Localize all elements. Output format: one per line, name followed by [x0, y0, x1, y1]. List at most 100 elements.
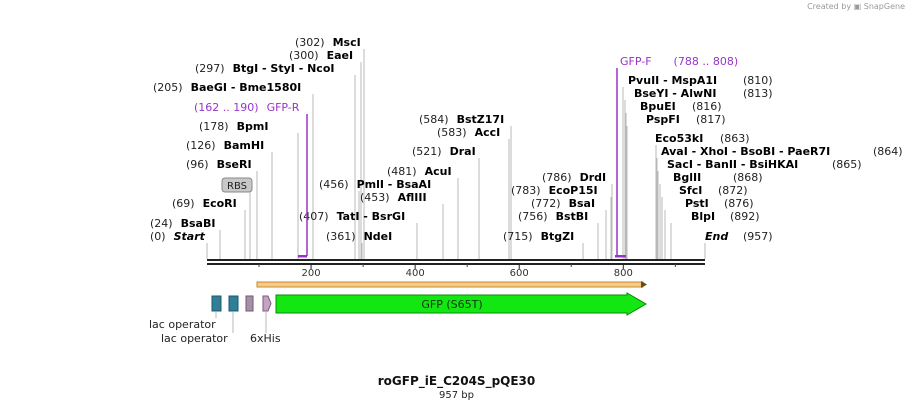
- site-bpmi[interactable]: (178)BpmI: [199, 120, 299, 259]
- site-label: (715)BtgZI: [503, 230, 574, 243]
- site-baegi[interactable]: (205) BaeGI - Bme1580I: [153, 81, 314, 259]
- site-name: AccI: [475, 126, 501, 139]
- gfp-feature-arrow[interactable]: [275, 292, 647, 316]
- site-position: (481): [387, 165, 417, 178]
- site-name: BaeGI - Bme1580I: [191, 81, 302, 94]
- site-name: PmlI - BsaAI: [357, 178, 432, 191]
- site-bstz17i[interactable]: (584)BstZ17I: [419, 113, 512, 259]
- site-btgzi[interactable]: (715)BtgZI: [503, 230, 584, 259]
- site-acui[interactable]: (481) AcuI: [387, 165, 459, 259]
- site-name: BtgI - StyI - NcoI: [233, 62, 335, 75]
- site-bamhi[interactable]: (126)BamHI: [186, 139, 273, 259]
- site-drdi[interactable]: (786) DrdI: [542, 171, 613, 259]
- site-bseri[interactable]: (96)BseRI: [186, 158, 258, 259]
- lac-operator-2-block[interactable]: [228, 295, 239, 312]
- primer-range: (162 .. 190): [194, 101, 259, 114]
- site-name: BpuEI: [640, 100, 676, 113]
- site-bsabi[interactable]: (24)BsaBI: [150, 217, 221, 259]
- site-eco53ki[interactable]: Eco53kI(863): [655, 132, 750, 259]
- site-name: BseRI: [217, 158, 252, 171]
- site-bglii[interactable]: BglII (868): [659, 171, 763, 259]
- site-name: EcoP15I: [549, 184, 598, 197]
- rbs-block[interactable]: [245, 295, 254, 312]
- site-blpi[interactable]: BlpI(892): [670, 210, 760, 259]
- site-name: BseYI - AlwNI: [634, 87, 716, 100]
- site-position: (868): [733, 171, 763, 184]
- site-label: (521)DraI: [412, 145, 476, 158]
- site-position: (205): [153, 81, 183, 94]
- site-label: (456)PmlI - BsaAI: [319, 178, 431, 191]
- site-afliii[interactable]: (453)AflIII: [360, 191, 444, 259]
- site-position: (297): [195, 62, 225, 75]
- site-label: (205) BaeGI - Bme1580I: [153, 81, 301, 94]
- site-label: (0)Start: [150, 230, 206, 243]
- site-name: BglII: [673, 171, 701, 184]
- site-btgi[interactable]: (297) BtgI - StyI - NcoI: [195, 62, 356, 259]
- orf-bar[interactable]: [256, 281, 644, 288]
- site-acci[interactable]: (583) AccI: [437, 126, 510, 259]
- site-label: (297) BtgI - StyI - NcoI: [195, 62, 334, 75]
- site-msci[interactable]: (302)MscI: [295, 36, 365, 259]
- site-name: DraI: [450, 145, 476, 158]
- site-psti[interactable]: PstI(876): [664, 197, 754, 259]
- site-bpuei[interactable]: BpuEI (816): [625, 100, 722, 259]
- his-tag-block[interactable]: [262, 295, 272, 312]
- site-position: (957): [743, 230, 773, 243]
- site-bstbi[interactable]: (756) BstBI: [518, 210, 599, 259]
- axis-tick-label: 800: [614, 268, 633, 279]
- site-name: AcuI: [425, 165, 452, 178]
- site-position: (361): [326, 230, 356, 243]
- site-bseyi[interactable]: BseYI - AlwNI(813): [624, 87, 773, 259]
- site-ecop15i[interactable]: (783)EcoP15I: [511, 184, 612, 259]
- site-name: BstBI: [556, 210, 589, 223]
- site-avai[interactable]: AvaI - XhoI - BsoBI - PaeR7I(864): [656, 145, 903, 259]
- axis-tick-label: 200: [302, 268, 321, 279]
- site-pspfi[interactable]: PspFI(817): [626, 113, 726, 259]
- site-sfci[interactable]: SfcI(872): [661, 184, 748, 259]
- lac-operator-2-label: lac operator: [161, 332, 228, 345]
- axis-tick-label: 400: [406, 268, 425, 279]
- site-eaei[interactable]: (300)EaeI: [289, 49, 362, 259]
- site-position: (786): [542, 171, 572, 184]
- site-drai[interactable]: (521)DraI: [412, 145, 480, 259]
- site-pmli[interactable]: (456)PmlI - BsaAI: [319, 178, 431, 259]
- site-label: (481) AcuI: [387, 165, 452, 178]
- site-label: (302)MscI: [295, 36, 361, 49]
- plasmid-name: roGFP_iE_C204S_pQE30: [377, 374, 536, 388]
- site-bsai[interactable]: (772)BsaI: [531, 197, 607, 259]
- site-name: DrdI: [580, 171, 607, 184]
- site-saci[interactable]: SacI - BanII - BsiHKAI(865): [657, 158, 862, 259]
- site-position: (817): [696, 113, 726, 126]
- lac-operator-1-label: lac operator: [149, 318, 216, 331]
- site-position: (715): [503, 230, 533, 243]
- site-tati[interactable]: (407)TatI - BsrGI: [299, 210, 418, 259]
- rbs-badge[interactable]: [221, 177, 253, 193]
- site-position: (407): [299, 210, 329, 223]
- site-position: (178): [199, 120, 229, 133]
- site-pvuii[interactable]: PvuII - MspA1I(810): [622, 74, 773, 259]
- site-label: (300)EaeI: [289, 49, 353, 62]
- site-position: (584): [419, 113, 449, 126]
- site-start[interactable]: (0)Start: [150, 230, 208, 259]
- gfp-feature-label: GFP (S65T): [421, 298, 482, 311]
- site-label: (126)BamHI: [186, 139, 264, 152]
- site-position: (756): [518, 210, 548, 223]
- site-label: (783)EcoP15I: [511, 184, 598, 197]
- site-label: (453)AflIII: [360, 191, 427, 204]
- primer-label-gfp-r: (162 .. 190) GFP-R: [194, 101, 300, 114]
- site-name: NdeI: [364, 230, 393, 243]
- lac-operator-1-block[interactable]: [211, 295, 222, 312]
- site-ecori[interactable]: (69)EcoRI: [172, 197, 246, 259]
- site-ndei[interactable]: (361) NdeI: [326, 230, 392, 259]
- site-name: BamHI: [224, 139, 265, 152]
- site-label: (772)BsaI: [531, 197, 595, 210]
- site-position: (583): [437, 126, 467, 139]
- axis-tick-label: 600: [510, 268, 529, 279]
- snapgene-watermark: Created by ▣ SnapGene: [807, 2, 905, 11]
- site-position: (816): [692, 100, 722, 113]
- site-name: PvuII - MspA1I: [628, 74, 717, 87]
- site-position: (0): [150, 230, 166, 243]
- primer-name: GFP-F: [620, 55, 652, 68]
- primer-name: GFP-R: [267, 101, 300, 114]
- site-end[interactable]: End(957): [704, 230, 773, 259]
